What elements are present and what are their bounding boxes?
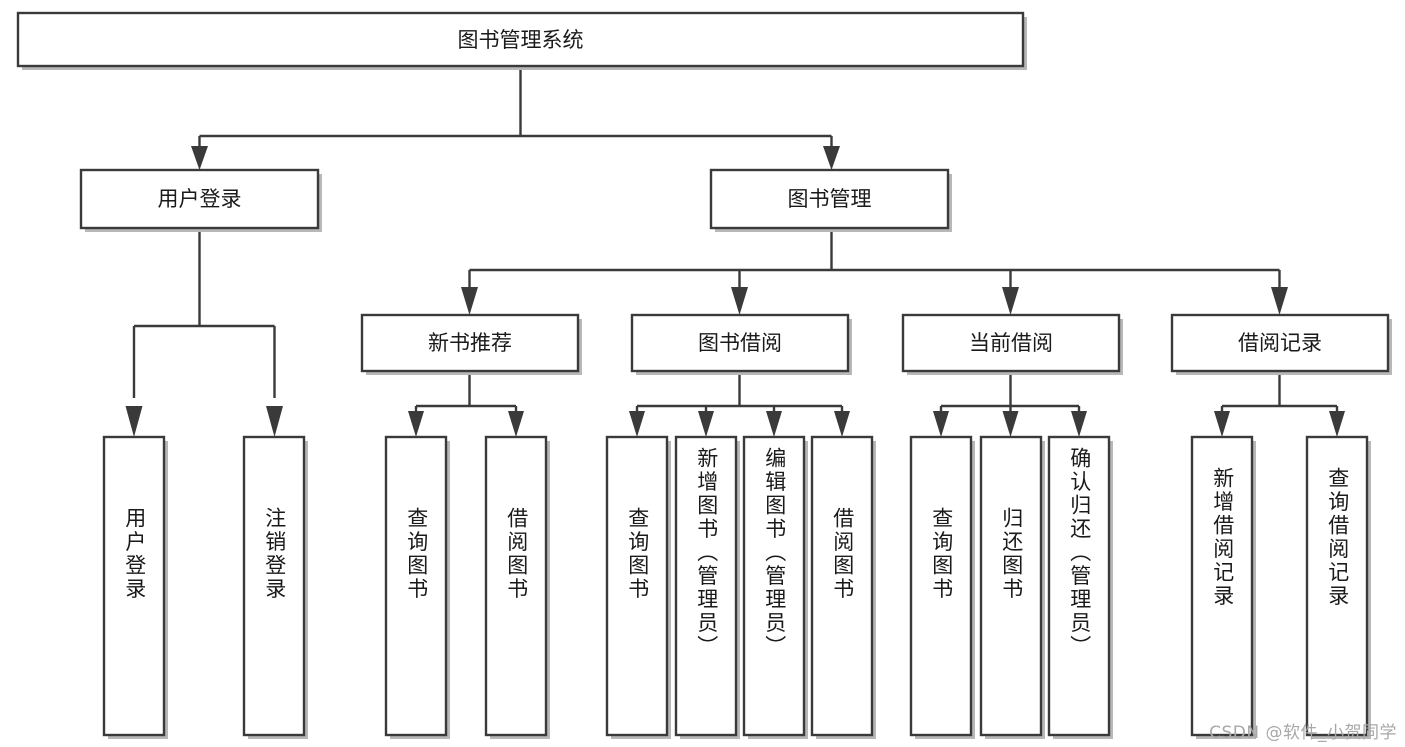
arrow-bookborrow-leaf-4 [834, 411, 850, 437]
leaf-box-book-borrow-2[interactable] [742, 435, 806, 737]
leaf-box-user-login-0[interactable] [102, 435, 166, 737]
leaf-box-current-borrow-2[interactable] [1047, 435, 1111, 737]
leaf-box-current-borrow-1[interactable] [979, 435, 1043, 737]
leaf-box-user-login-1[interactable] [242, 435, 306, 737]
level2-node-label-user-login: 用户登录 [158, 187, 242, 211]
level3-node-box-new-book[interactable] [360, 313, 580, 373]
arrow-bookmanage-to-current-borrow [1002, 287, 1019, 315]
leaf-box-new-book-0[interactable] [384, 435, 448, 737]
level3-node-box-borrow-record[interactable] [1170, 313, 1390, 373]
arrow-newbook-leaf-2 [508, 411, 524, 437]
arrow-root-to-user-login [191, 146, 208, 170]
arrow-currentborrow-leaf-1 [933, 411, 949, 437]
level3-node-box-book-borrow[interactable] [630, 313, 850, 373]
leaf-box-current-borrow-0[interactable] [909, 435, 973, 737]
arrow-bookmanage-to-borrow-record [1271, 287, 1288, 315]
level2-node-label-book-manage: 图书管理 [788, 187, 872, 211]
arrow-root-to-book-manage [823, 146, 840, 170]
csdn-watermark: CSDN @软件_小贺同学 [1209, 723, 1397, 743]
level3-node-label-new-book: 新书推荐 [428, 331, 512, 355]
level3-node-label-book-borrow: 图书借阅 [698, 331, 782, 355]
level2-node-box-book-manage[interactable] [709, 168, 950, 230]
arrow-bookmanage-to-book-borrow [731, 287, 748, 315]
arrow-currentborrow-leaf-3 [1071, 411, 1087, 437]
leaf-box-borrow-record-0[interactable] [1190, 435, 1254, 737]
leaf-box-borrow-record-1[interactable] [1305, 435, 1369, 737]
arrow-bookmanage-to-new-book [461, 287, 478, 315]
level3-node-box-current-borrow[interactable] [901, 313, 1121, 373]
arrow-borrowrecord-leaf-1 [1214, 411, 1230, 437]
arrow-userlogin-leaf-2 [266, 406, 283, 437]
arrow-bookborrow-leaf-3 [766, 411, 782, 437]
level2-node-box-user-login[interactable] [79, 168, 320, 230]
node-layer: 图书管理系统 用户登录 图书管理 新书推荐 图书借阅 当前借阅 借阅记录 [16, 11, 1392, 739]
arrow-bookborrow-leaf-1 [629, 411, 645, 437]
arrow-userlogin-leaf-1 [125, 406, 143, 437]
arrow-borrowrecord-leaf-2 [1329, 411, 1345, 437]
leaf-box-book-borrow-1[interactable] [674, 435, 738, 737]
arrow-newbook-leaf-1 [408, 411, 424, 437]
level3-node-label-borrow-record: 借阅记录 [1238, 331, 1322, 355]
root-node-box[interactable] [16, 11, 1025, 68]
level3-node-label-current-borrow: 当前借阅 [969, 331, 1053, 355]
arrow-currentborrow-leaf-2 [1002, 411, 1019, 437]
connector-layer [125, 66, 1345, 437]
leaf-box-new-book-1[interactable] [484, 435, 548, 737]
root-node-label: 图书管理系统 [458, 28, 584, 52]
arrow-bookborrow-leaf-2 [698, 411, 714, 437]
leaf-box-book-borrow-0[interactable] [605, 435, 669, 737]
leaf-box-book-borrow-3[interactable] [810, 435, 874, 737]
